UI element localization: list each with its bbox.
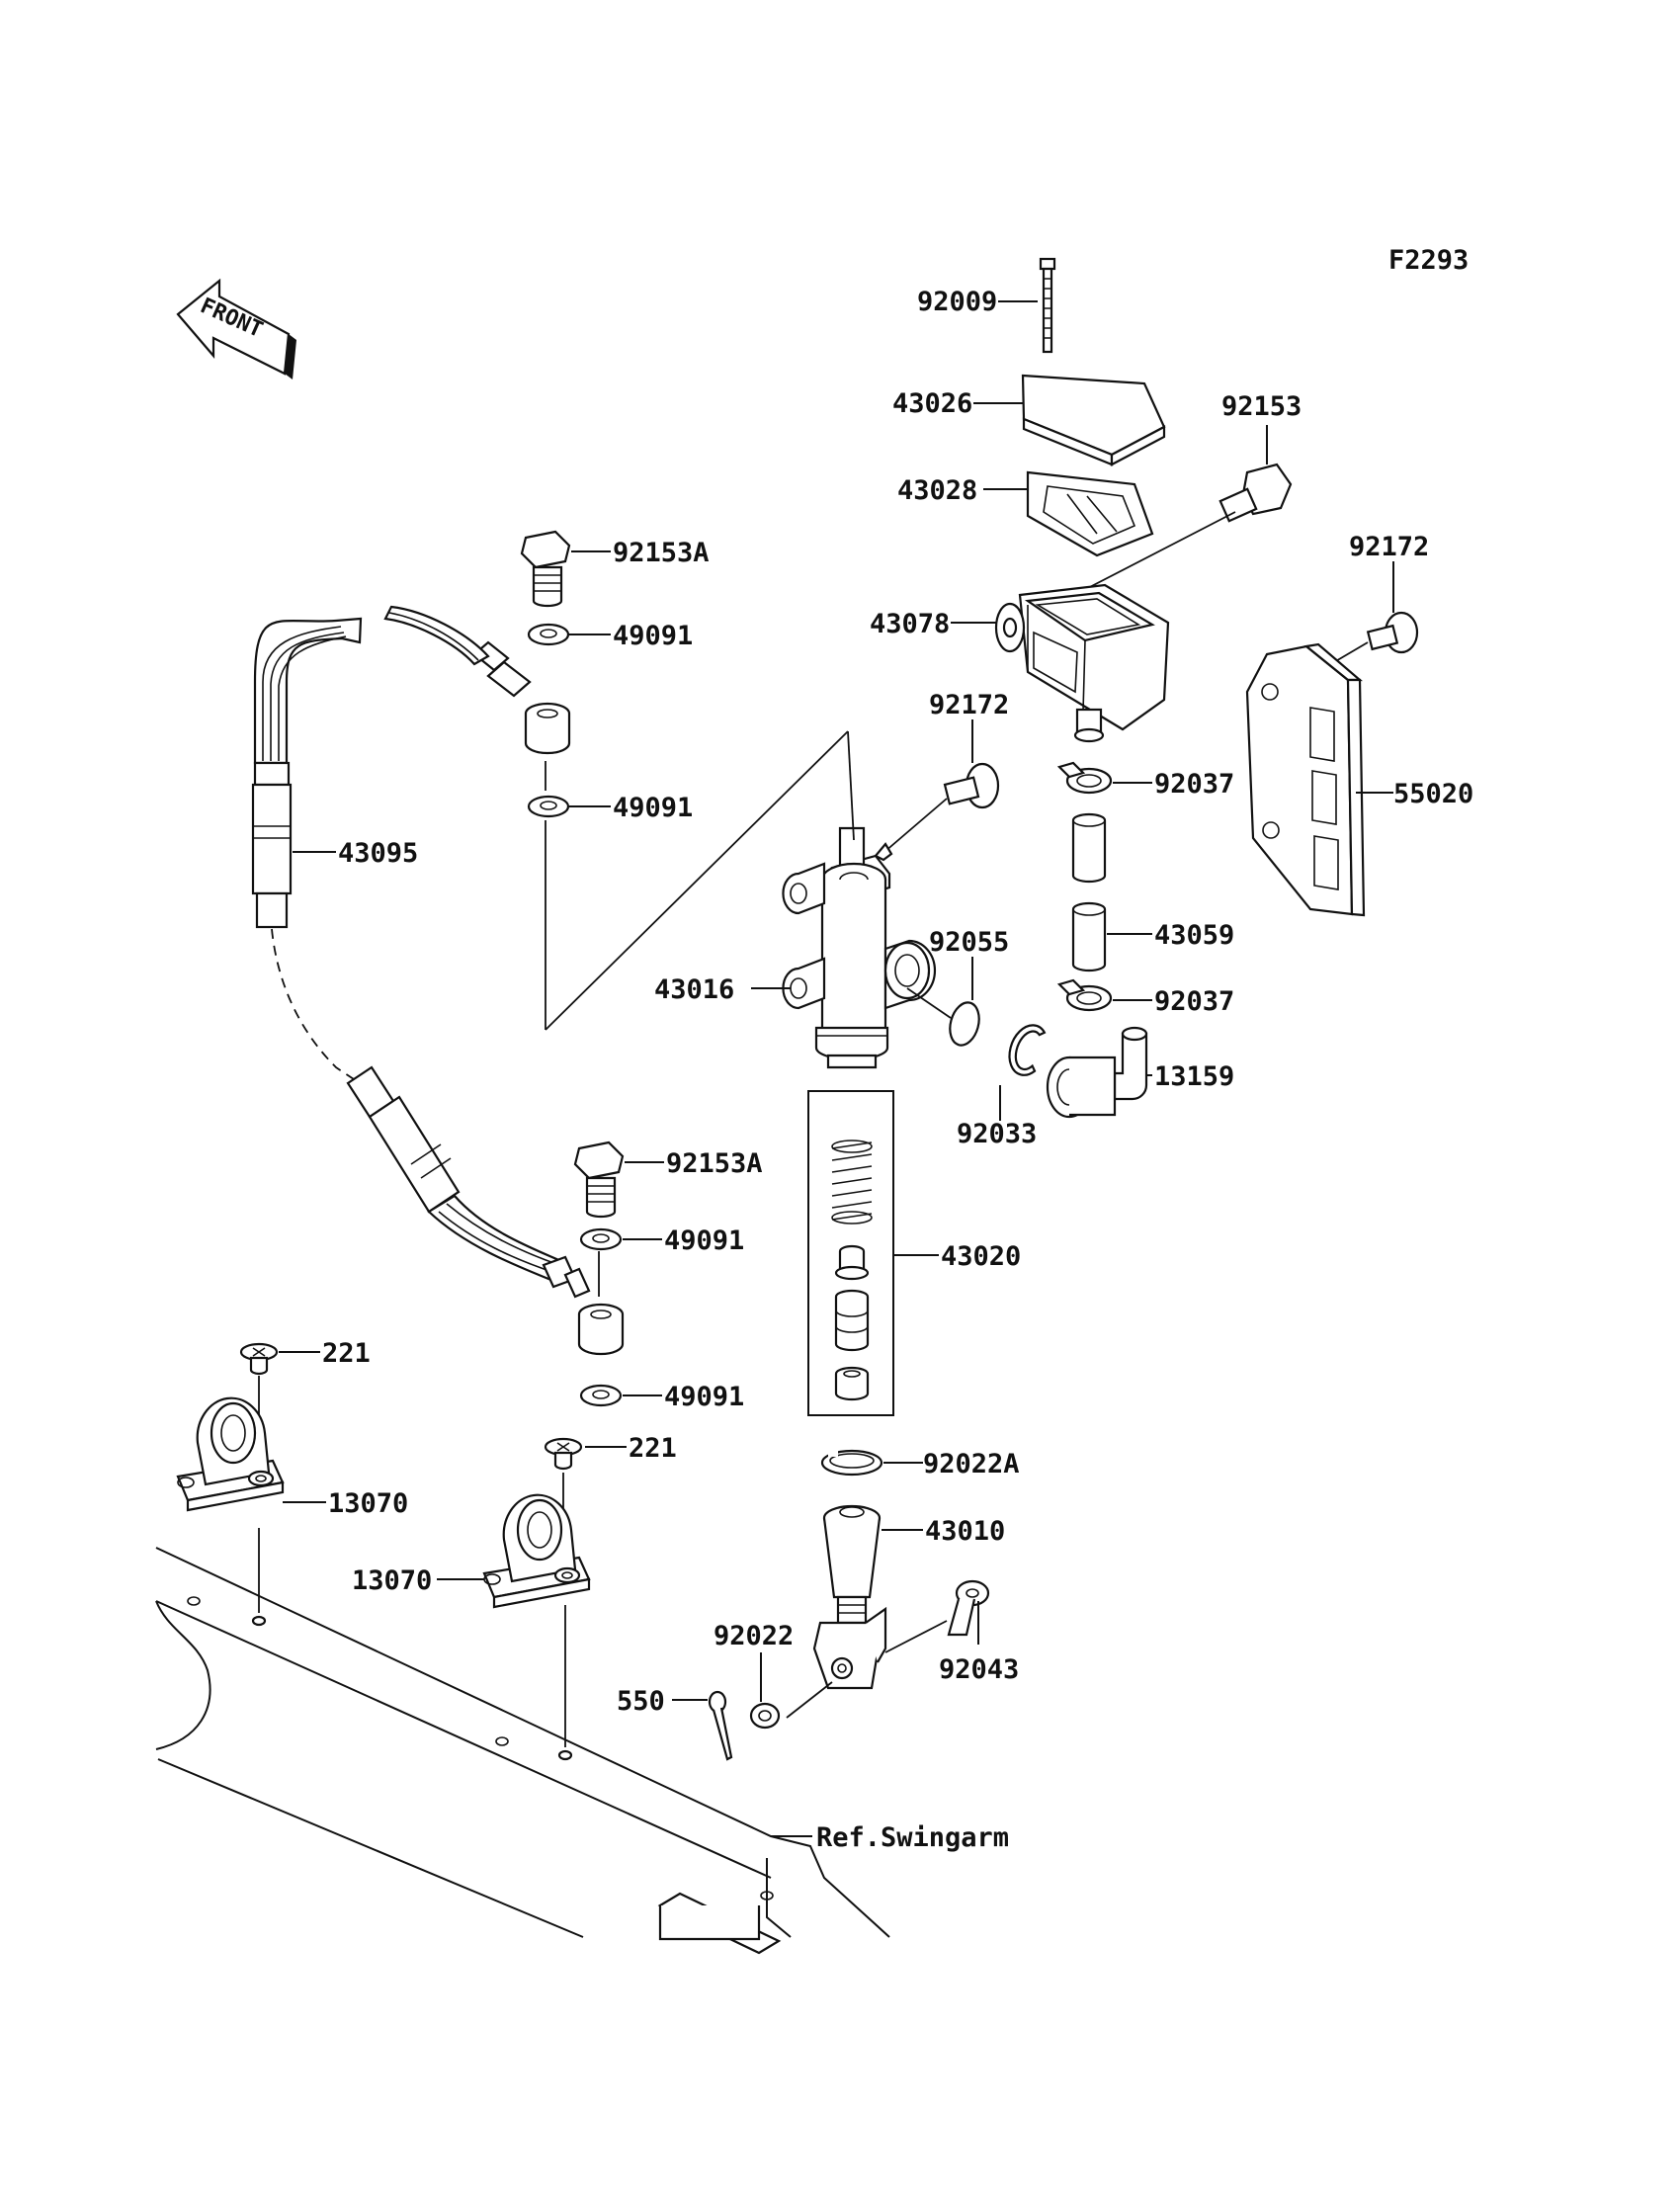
label-13159: 13159 xyxy=(1154,1061,1234,1092)
label-92043: 92043 xyxy=(939,1654,1019,1685)
label-92153A-top: 92153A xyxy=(613,538,710,568)
label-550: 550 xyxy=(617,1686,665,1717)
o-ring-92055-icon xyxy=(949,1001,980,1047)
diaphragm-43028-icon xyxy=(1026,470,1154,557)
label-49091-4: 49091 xyxy=(664,1382,744,1412)
label-92055: 92055 xyxy=(929,927,1009,958)
label-92022A: 92022A xyxy=(923,1449,1020,1479)
label-55020: 55020 xyxy=(1393,779,1473,809)
label-92022: 92022 xyxy=(714,1621,794,1651)
label-43010: 43010 xyxy=(925,1516,1005,1547)
label-ref-swingarm: Ref.Swingarm xyxy=(816,1822,1009,1853)
banjo-fitting-bottom-icon xyxy=(577,1303,625,1356)
label-92037-bot: 92037 xyxy=(1154,986,1234,1017)
screw-221-left-icon xyxy=(239,1342,279,1376)
banjo-bolt-92153A-top-icon xyxy=(520,530,571,608)
washer-49091-2-icon xyxy=(527,795,570,818)
label-43078: 43078 xyxy=(870,609,950,639)
master-cylinder-43016-icon xyxy=(782,826,937,1069)
label-13070-left: 13070 xyxy=(328,1488,408,1519)
label-43028: 43028 xyxy=(897,475,977,506)
label-43095: 43095 xyxy=(338,838,418,869)
pin-92043-icon xyxy=(947,1579,990,1637)
swingarm-outline xyxy=(155,1547,890,1955)
label-92033: 92033 xyxy=(957,1119,1037,1149)
push-rod-43010-icon xyxy=(812,1504,887,1690)
clamp-92037-lower-icon xyxy=(1056,978,1113,1012)
elbow-fitting-13159-icon xyxy=(1046,1026,1148,1119)
washer-92022-icon xyxy=(749,1702,781,1730)
label-49091-2: 49091 xyxy=(613,793,693,823)
clamp-92037-upper-icon xyxy=(1056,761,1113,795)
front-arrow-icon: FRONT xyxy=(176,278,296,380)
label-43026: 43026 xyxy=(892,388,972,419)
brake-hose-43095-icon xyxy=(251,605,591,1299)
label-92009: 92009 xyxy=(917,287,997,317)
label-43020: 43020 xyxy=(941,1241,1021,1272)
label-49091-3: 49091 xyxy=(664,1225,744,1256)
reservoir-body-43078-icon xyxy=(994,583,1170,743)
bolt-92153-icon xyxy=(1218,463,1293,523)
label-221-mid: 221 xyxy=(629,1433,677,1464)
piston-kit-43020-box xyxy=(807,1090,894,1416)
hose-clamp-13070-left-icon xyxy=(176,1396,285,1512)
washer-49091-1-icon xyxy=(527,623,570,646)
circlip-92033-icon xyxy=(1008,1024,1047,1076)
label-43016: 43016 xyxy=(654,974,734,1005)
label-92153: 92153 xyxy=(1221,391,1302,422)
washer-49091-3-icon xyxy=(579,1227,623,1251)
label-13070-mid: 13070 xyxy=(352,1565,432,1596)
label-92153A-bot: 92153A xyxy=(666,1148,763,1179)
label-92172-right: 92172 xyxy=(1349,532,1429,562)
screw-92172-right-icon xyxy=(1366,611,1419,654)
reservoir-cap-43026-icon xyxy=(1021,374,1166,466)
circlip-92022A-icon xyxy=(820,1449,883,1477)
figure-code: F2293 xyxy=(1388,245,1469,276)
hose-43059-icon xyxy=(1071,812,1107,972)
screw-92172-mid-icon xyxy=(943,762,1000,809)
screw-92009-icon xyxy=(1039,257,1056,354)
washer-49091-4-icon xyxy=(579,1384,623,1407)
label-221-left: 221 xyxy=(322,1338,371,1369)
hose-clamp-13070-mid-icon xyxy=(482,1493,591,1609)
label-92037-top: 92037 xyxy=(1154,769,1234,800)
banjo-fitting-top-icon xyxy=(472,640,571,755)
guard-55020-icon xyxy=(1245,642,1366,917)
cotter-pin-550-icon xyxy=(708,1690,733,1761)
screw-221-mid-icon xyxy=(544,1437,583,1471)
banjo-bolt-92153A-bottom-icon xyxy=(573,1141,625,1219)
label-43059: 43059 xyxy=(1154,920,1234,951)
label-49091-1: 49091 xyxy=(613,621,693,651)
label-92172-mid: 92172 xyxy=(929,690,1009,720)
